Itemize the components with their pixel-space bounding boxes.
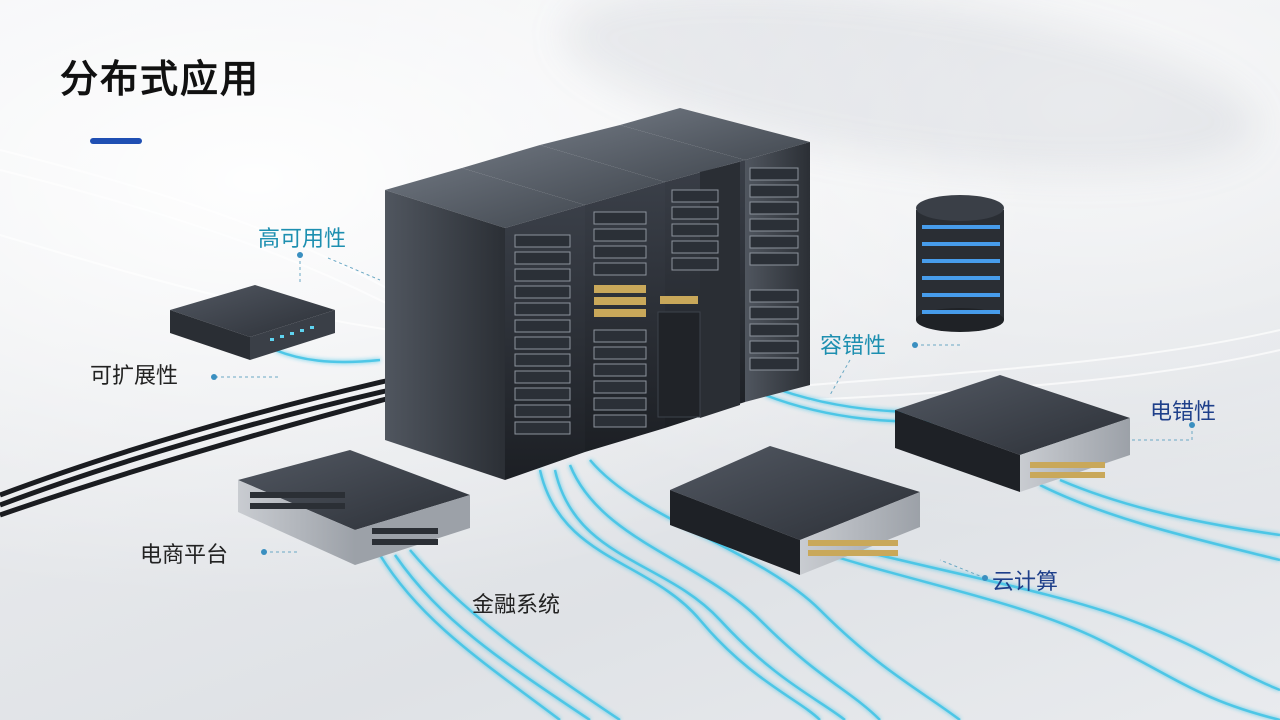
black-cables [0,377,391,518]
left-front-network-switch [238,450,470,565]
center-network-switch [670,446,920,575]
rack-patch-panels [594,285,698,317]
label-connectors [215,255,1193,579]
label-electric-fault: 电错性 [1150,400,1217,425]
right-network-switch [895,375,1130,492]
label-high-availability: 高可用性 [258,227,347,252]
small-network-switch [170,285,335,360]
label-dots [211,252,1195,581]
floor-cable-lines [0,149,1280,401]
label-scalability: 可扩展性 [90,364,179,389]
database-stack [916,195,1004,332]
label-finance: 金融系统 [472,593,561,618]
label-ecommerce: 电商平台 [140,543,229,568]
rack-mesh-door [657,311,701,418]
network-cables [274,348,1280,720]
label-cloud: 云计算 [992,570,1059,595]
page-title: 分布式应用 [60,57,261,101]
rack-drive-bays [514,167,799,435]
label-fault-tolerance: 容错性 [820,334,887,359]
title-accent-bar [90,138,142,144]
